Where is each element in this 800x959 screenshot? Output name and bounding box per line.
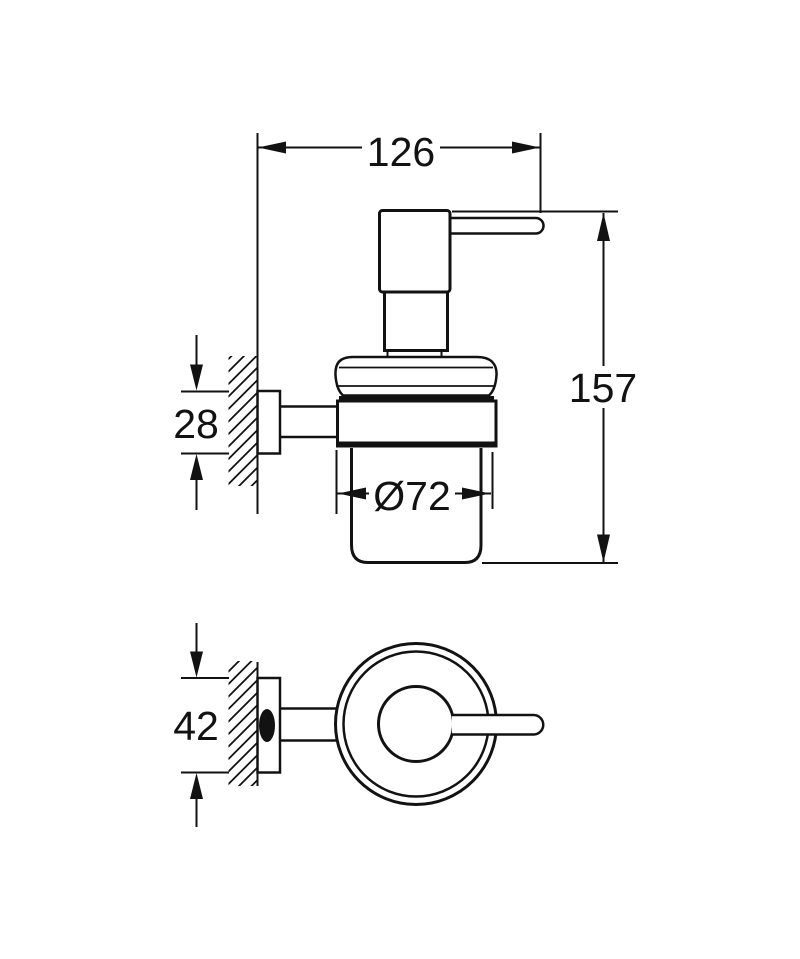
- dim-157-text-backing: [567, 366, 640, 408]
- dim-42-arrow-down: [190, 651, 203, 678]
- wall-hatching-side: [228, 356, 258, 486]
- dim-28-arrow-down: [190, 364, 203, 391]
- holder-ring-side: [336, 399, 498, 448]
- wall-plate-side: [256, 389, 282, 455]
- pump-head-side: [378, 209, 452, 294]
- dim-72-label: Ø72: [373, 473, 451, 519]
- dim-28-label: 28: [173, 401, 219, 447]
- pump-head-circle: [377, 685, 455, 763]
- dim-157-arrow-top: [597, 213, 610, 241]
- wall-hatching-top: [228, 661, 258, 786]
- top-view: 42: [173, 623, 545, 827]
- pump-spout-topview: [452, 713, 545, 736]
- dim-72-text-backing: [369, 475, 455, 513]
- pump-stem-side: [383, 290, 449, 352]
- dim-28-arrow-up: [190, 454, 203, 480]
- dim-126-text-backing: [362, 129, 440, 167]
- side-view: 126 157 Ø72 28: [173, 129, 640, 564]
- dim-157-label: 157: [569, 365, 637, 411]
- dim-72-arrow-right: [462, 487, 490, 500]
- dim-72-arrow-left: [338, 487, 366, 500]
- pump-spout-side: [442, 216, 545, 235]
- dim-157-arrow-bottom: [597, 534, 610, 563]
- mounting-hole-mark: [259, 709, 275, 742]
- dim-42-arrow-up: [190, 773, 203, 799]
- dim-42-label: 42: [173, 703, 219, 749]
- dispenser-shoulder-side: [334, 355, 498, 397]
- dim-126-arrow-left: [258, 141, 286, 154]
- dim-126-arrow-right: [512, 141, 540, 154]
- dim-126-label: 126: [367, 129, 435, 175]
